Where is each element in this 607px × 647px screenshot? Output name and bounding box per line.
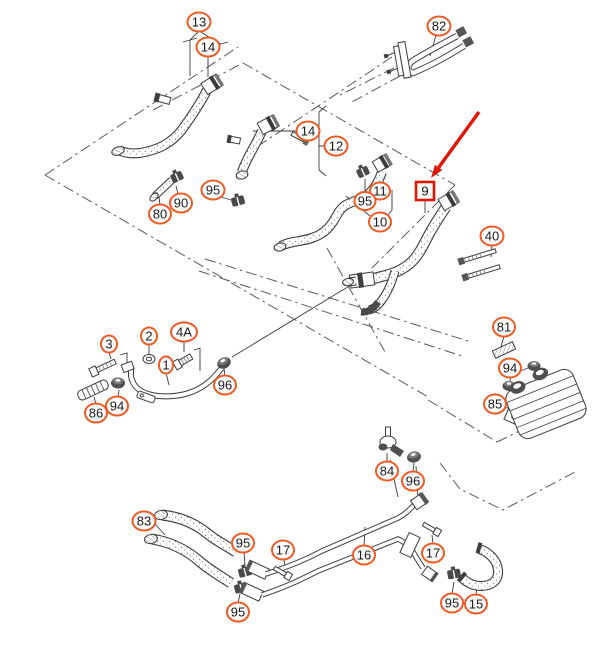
callout-15[interactable]: 15 [464, 593, 488, 615]
highlighted-part-box[interactable] [414, 180, 436, 202]
highlight-arrow [437, 111, 481, 169]
callout-label: 12 [329, 139, 343, 154]
pipe-82 [383, 26, 475, 79]
callout-label: 17 [276, 543, 290, 558]
nut-94-left [111, 377, 125, 389]
callout-12[interactable]: 12 [323, 135, 349, 157]
callout-label: 96 [406, 474, 420, 489]
callout-95[interactable]: 95 [353, 191, 377, 211]
callout-label: 17 [426, 546, 440, 561]
callout-95[interactable]: 95 [226, 601, 250, 623]
fitting-9 [437, 190, 461, 212]
parts-art [77, 26, 587, 602]
callout-86[interactable]: 86 [84, 402, 108, 424]
screw-4A [171, 353, 194, 371]
clamp-95b [356, 164, 370, 178]
callout-94[interactable]: 94 [498, 357, 522, 379]
callout-label: 16 [357, 548, 371, 563]
callout-14[interactable]: 14 [195, 36, 221, 58]
callout-label: 4A [176, 325, 192, 340]
callout-95[interactable]: 95 [231, 532, 255, 554]
callout-80[interactable]: 80 [148, 203, 172, 225]
bolt-17a [272, 565, 294, 582]
clip-81 [491, 341, 517, 359]
callout-label: 85 [488, 397, 502, 412]
callout-label: 90 [174, 196, 188, 211]
callout-label: 15 [469, 597, 483, 612]
callout-label: 95 [236, 536, 250, 551]
callout-label: 10 [373, 215, 387, 230]
callout-label: 14 [201, 40, 215, 55]
callout-label: 94 [503, 361, 517, 376]
clamp-95a [231, 193, 245, 207]
oil-cooler-85 [503, 367, 587, 440]
callout-10[interactable]: 10 [368, 211, 392, 233]
callout-label: 40 [485, 229, 499, 244]
nut-94-right1 [527, 361, 541, 371]
callout-95[interactable]: 95 [200, 179, 226, 201]
callout-label: 3 [105, 337, 112, 352]
callout-label: 95 [445, 596, 459, 611]
bolts-40 [457, 248, 501, 282]
callout-85[interactable]: 85 [483, 393, 507, 415]
callout-label: 95 [206, 183, 220, 198]
callout-84[interactable]: 84 [375, 460, 399, 482]
callout-3[interactable]: 3 [100, 334, 118, 354]
callout-90[interactable]: 90 [169, 192, 193, 214]
hose-15 [456, 542, 504, 592]
hose-9 [342, 190, 461, 316]
callout-17[interactable]: 17 [271, 539, 295, 561]
callout-11[interactable]: 11 [369, 181, 391, 201]
callout-13[interactable]: 13 [186, 11, 212, 33]
callout-label: 81 [497, 320, 511, 335]
callout-label: 14 [301, 124, 315, 139]
callout-label: 2 [145, 329, 152, 344]
callout-label: 13 [192, 15, 206, 30]
callout-2[interactable]: 2 [140, 326, 158, 346]
callout-94[interactable]: 94 [105, 395, 129, 417]
construction-lines [44, 46, 576, 511]
fitting-11 [371, 153, 393, 173]
callout-83[interactable]: 83 [131, 510, 157, 532]
clamp-90 [170, 169, 184, 183]
callout-label: 11 [373, 184, 387, 199]
highlighted-part-label: 9 [421, 184, 428, 199]
callout-4A[interactable]: 4A [170, 321, 198, 343]
callout-82[interactable]: 82 [426, 15, 452, 37]
washer-2 [142, 354, 156, 364]
callout-label: 94 [110, 399, 124, 414]
hose-stub-80 [149, 169, 184, 202]
callout-17[interactable]: 17 [421, 542, 445, 564]
callout-label: 95 [231, 605, 245, 620]
cap-96-bottom [407, 451, 421, 463]
callout-label: 84 [380, 464, 394, 479]
callout-96[interactable]: 96 [401, 470, 425, 492]
callout-81[interactable]: 81 [492, 316, 516, 338]
callout-95[interactable]: 95 [440, 592, 464, 614]
callout-label: 83 [137, 514, 151, 529]
callout-label: 96 [218, 378, 232, 393]
pipe-16 [238, 492, 439, 602]
callout-label: 86 [89, 406, 103, 421]
callout-14[interactable]: 14 [295, 120, 321, 142]
callout-16[interactable]: 16 [352, 544, 376, 566]
callout-label: 1 [162, 358, 169, 373]
fitting-96-left [217, 357, 231, 369]
sleeve-86 [77, 379, 109, 401]
bolt-17b [421, 521, 443, 538]
twin-hose-83 [144, 509, 240, 588]
valve-84 [378, 426, 404, 457]
callout-96[interactable]: 96 [213, 374, 237, 396]
callout-40[interactable]: 40 [479, 225, 505, 247]
callout-label: 82 [432, 19, 446, 34]
callout-1[interactable]: 1 [158, 355, 174, 375]
callout-label: 80 [153, 207, 167, 222]
hose-13 [111, 73, 224, 159]
screw-3 [88, 358, 117, 378]
highlight-arrowhead [431, 164, 443, 178]
callout-label: 95 [358, 194, 372, 209]
clamp-95e [447, 566, 461, 580]
pipe-1 [120, 360, 225, 404]
